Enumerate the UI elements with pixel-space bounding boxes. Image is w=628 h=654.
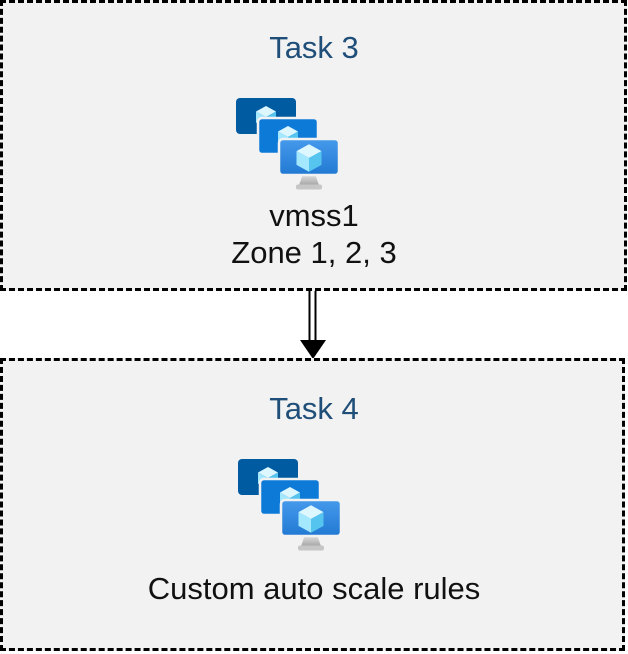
task-4-title: Task 4 xyxy=(269,391,359,426)
vm-scale-sets-icon xyxy=(238,459,342,551)
zones-label: Zone 1, 2, 3 xyxy=(231,235,397,270)
autoscale-rules-label: Custom auto scale rules xyxy=(147,571,481,606)
vm-scale-sets-icon xyxy=(236,98,340,190)
vmss-name-label: vmss1 xyxy=(269,198,359,233)
task-3-title: Task 3 xyxy=(269,30,359,65)
down-arrow-connector xyxy=(300,291,326,359)
